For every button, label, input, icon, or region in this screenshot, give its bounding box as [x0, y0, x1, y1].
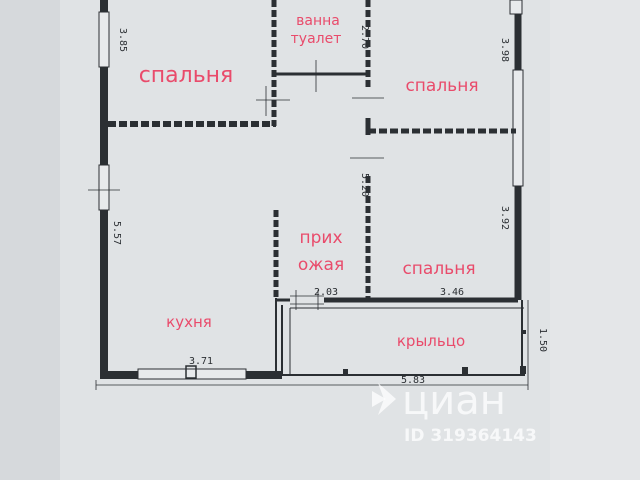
dim-385: 3.85 — [117, 28, 128, 52]
room-label-bath-line2: туалет — [291, 31, 342, 47]
porch-post-4 — [522, 330, 526, 334]
openings — [88, 60, 384, 310]
windows — [98, 0, 524, 380]
room-label-hall-line2: ожая — [298, 255, 344, 275]
watermark-brand: циан — [402, 378, 506, 424]
room-label-bedroom-top-left: спальня — [139, 63, 234, 88]
dim-557: 5.57 — [111, 221, 122, 245]
room-label-hall-line1: прих — [299, 228, 342, 248]
porch-posts — [185, 330, 526, 379]
dim-392: 3.92 — [499, 206, 510, 230]
porch-post-3 — [520, 366, 526, 374]
kitchen-window-post — [185, 365, 197, 379]
watermark-logo-icon — [372, 383, 396, 415]
dim-150: 1.50 — [537, 328, 548, 352]
room-label-bath-line1: ванна — [296, 13, 340, 29]
dim-583: 5.83 — [401, 375, 425, 386]
dim-346: 3.46 — [440, 287, 464, 298]
dim-203: 2.03 — [314, 287, 338, 298]
dim-398: 3.98 — [499, 38, 510, 62]
dim-371: 3.71 — [189, 356, 213, 367]
window-right-bedroom — [512, 69, 524, 187]
room-label-kitchen: кухня — [166, 313, 212, 331]
room-label-porch: крыльцо — [397, 332, 465, 350]
interior-walls — [108, 0, 518, 375]
dim-270: 2.70 — [359, 25, 370, 49]
window-kitchen-bottom — [137, 368, 247, 380]
dimension-lines — [95, 300, 529, 390]
watermark-id: ID 319364143 — [404, 426, 537, 446]
window-right-top — [509, 0, 523, 15]
watermark: циан ID 319364143 — [372, 378, 537, 446]
room-label-bedroom-top-right: спальня — [405, 76, 478, 96]
plan-paper — [60, 0, 550, 480]
window-left-bedroom — [98, 11, 110, 68]
room-label-bedroom-bottom-right: спальня — [402, 259, 475, 279]
window-left-kitchen — [98, 164, 110, 211]
porch-post-2 — [462, 367, 468, 374]
porch-post-1 — [343, 369, 348, 374]
dim-520: 5.20 — [359, 173, 370, 197]
